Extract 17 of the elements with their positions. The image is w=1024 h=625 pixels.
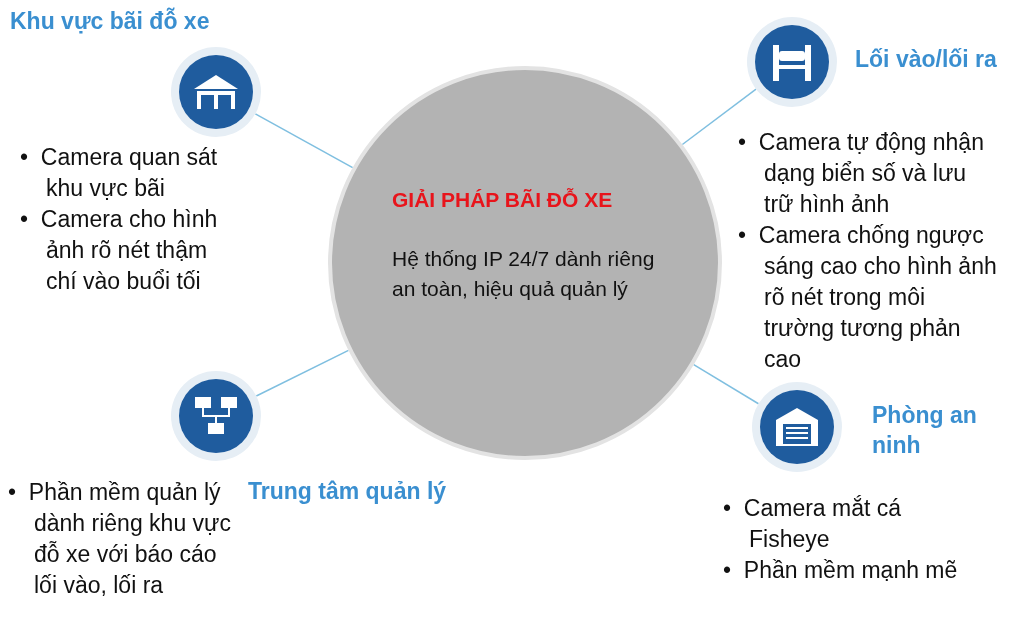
bullet-item: • Camera tự động nhận dạng biển số và lưu trữ hình ảnh bbox=[737, 128, 985, 219]
section-heading: Lối vào/lối ra bbox=[855, 45, 997, 74]
bullet-item: • Camera cho hình ảnh rõ nét thậm chí vào buổi tối bbox=[19, 205, 219, 296]
bullet-item: • Camera quan sát khu vực bãi bbox=[19, 143, 219, 203]
hub-title: GIẢI PHÁP BÃI ĐỖ XE bbox=[392, 188, 613, 212]
section-heading: Khu vực bãi đỗ xe bbox=[10, 6, 210, 36]
connector-line bbox=[255, 349, 350, 397]
section-heading: Phòng an ninh bbox=[872, 401, 978, 460]
bullet-item: • Phần mềm quản lý dành riêng khu vực đỗ xe với báo cáo lối vào, lối ra bbox=[7, 478, 232, 600]
bullet-item: • Camera mắt cá Fisheye bbox=[722, 494, 903, 554]
bullet-item: • Camera chống ngược sáng cao cho hình ảnh rõ nét trong môi trường tương phản cao bbox=[737, 221, 998, 374]
section-heading: Trung tâm quản lý bbox=[248, 477, 447, 506]
connector-line bbox=[692, 363, 760, 405]
connector-line bbox=[681, 88, 757, 146]
bullet-item: • Phần mềm mạnh mẽ bbox=[722, 556, 959, 585]
hub-description: Hệ thống IP 24/7 dành riêng an toàn, hiệu quả quản lý bbox=[392, 246, 656, 302]
connector-line bbox=[254, 113, 354, 169]
